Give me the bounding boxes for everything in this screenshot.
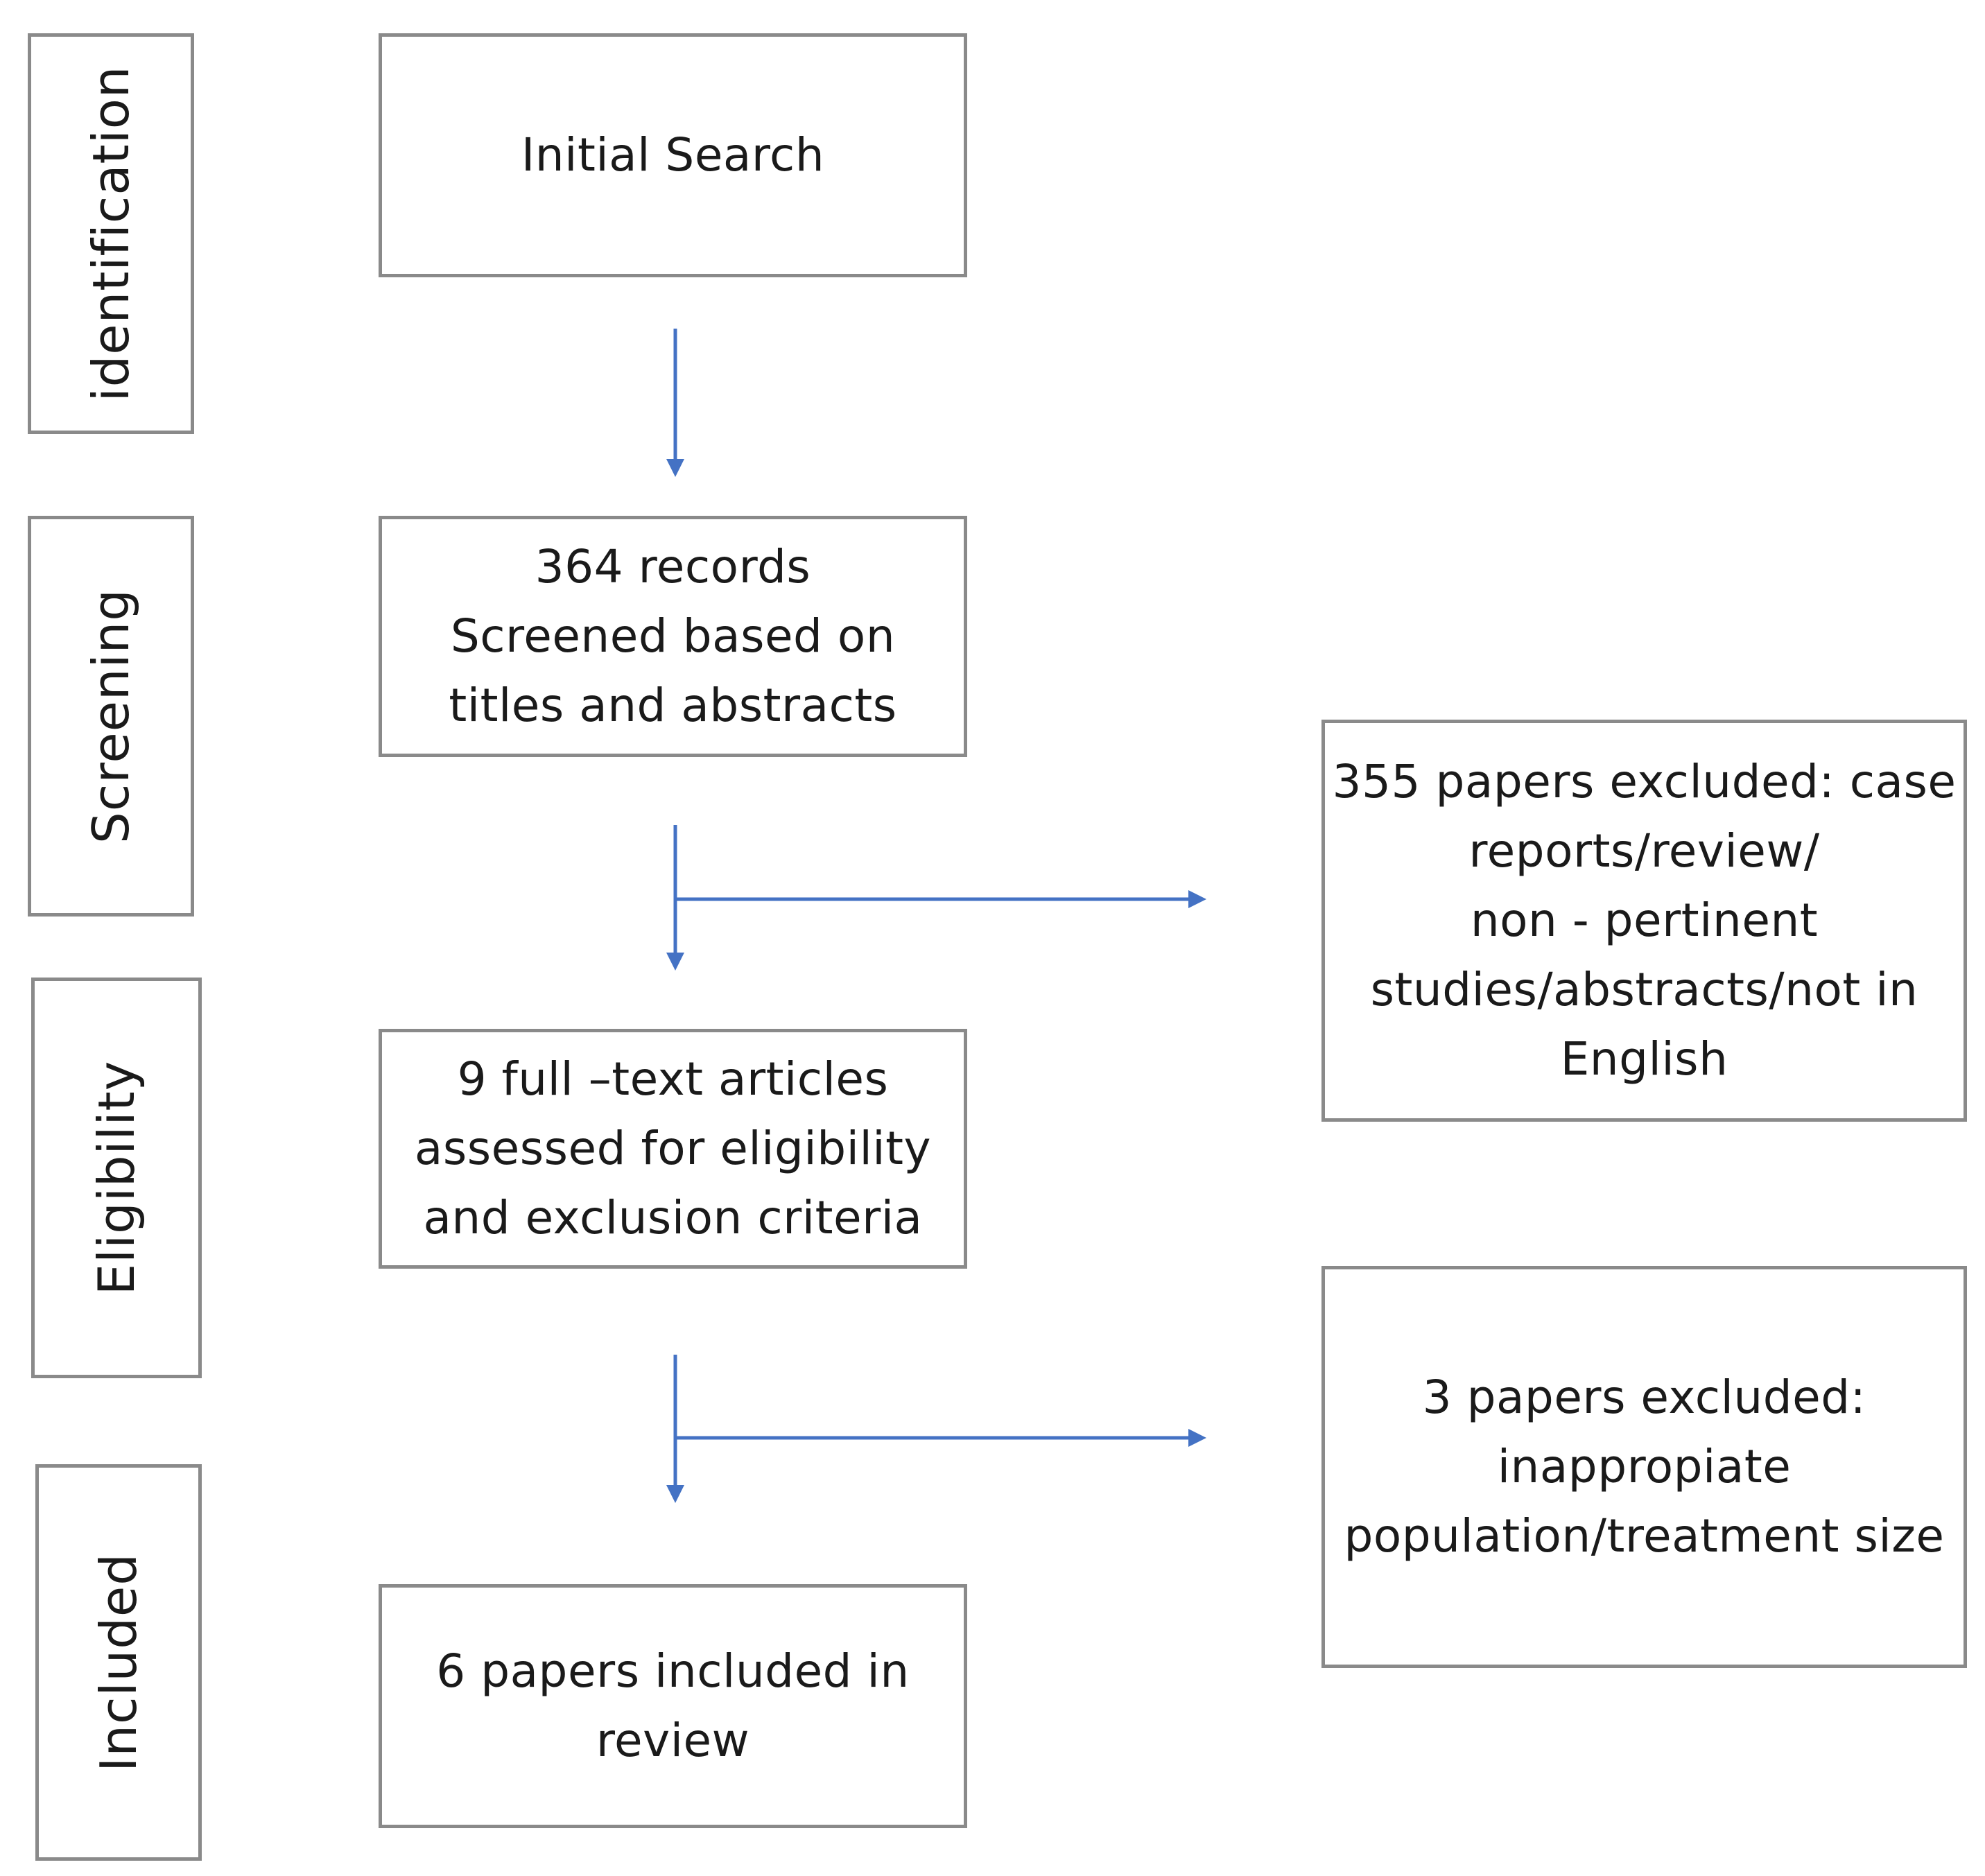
- excluded-screening-line-4: studies/abstracts/not in: [1370, 963, 1918, 1016]
- excluded-eligibility-line-2: inappropiate: [1497, 1440, 1792, 1493]
- excluded-eligibility-line-3: population/treatment size: [1344, 1509, 1945, 1563]
- arrow-search-to-screening: [666, 329, 684, 477]
- included-review-line-2: review: [596, 1714, 750, 1767]
- initial-search-text: Initial Search: [521, 128, 825, 182]
- records-screened-line-3: titles and abstracts: [449, 679, 897, 732]
- excluded-screening-line-2: reports/review/: [1468, 824, 1820, 878]
- excluded-screening-line-1: 355 papers excluded: case: [1332, 755, 1957, 808]
- included-review-box: 6 papers included in review: [379, 1584, 967, 1828]
- stage-included: Included: [35, 1464, 202, 1861]
- excluded-screening-line-5: English: [1560, 1032, 1728, 1086]
- full-text-line-3: and exclusion criteria: [423, 1191, 923, 1244]
- arrow-screening-exclusion: [675, 890, 1206, 908]
- excluded-screening-box: 355 papers excluded: case reports/review…: [1321, 720, 1967, 1122]
- records-screened-box: 364 records Screened based on titles and…: [379, 516, 967, 757]
- stage-identification: identification: [28, 33, 194, 434]
- arrow-fulltext-to-included: [666, 1355, 684, 1503]
- excluded-eligibility-line-1: 3 papers excluded:: [1422, 1371, 1866, 1424]
- stage-screening: Screening: [28, 516, 194, 917]
- records-screened-line-1: 364 records: [535, 540, 811, 593]
- included-review-line-1: 6 papers included in: [436, 1644, 910, 1698]
- full-text-line-2: assessed for eligibility: [414, 1122, 932, 1175]
- arrow-eligibility-exclusion: [675, 1429, 1206, 1447]
- full-text-box: 9 full –text articles assessed for eligi…: [379, 1029, 967, 1269]
- full-text-line-1: 9 full –text articles: [457, 1052, 889, 1106]
- records-screened-line-2: Screened based on: [450, 609, 896, 663]
- excluded-screening-line-3: non - pertinent: [1470, 894, 1819, 947]
- stage-eligibility: Eligibility: [31, 978, 202, 1378]
- arrow-screening-to-fulltext: [666, 825, 684, 971]
- excluded-eligibility-box: 3 papers excluded: inappropiate populati…: [1321, 1266, 1967, 1668]
- initial-search-box: Initial Search: [379, 33, 967, 277]
